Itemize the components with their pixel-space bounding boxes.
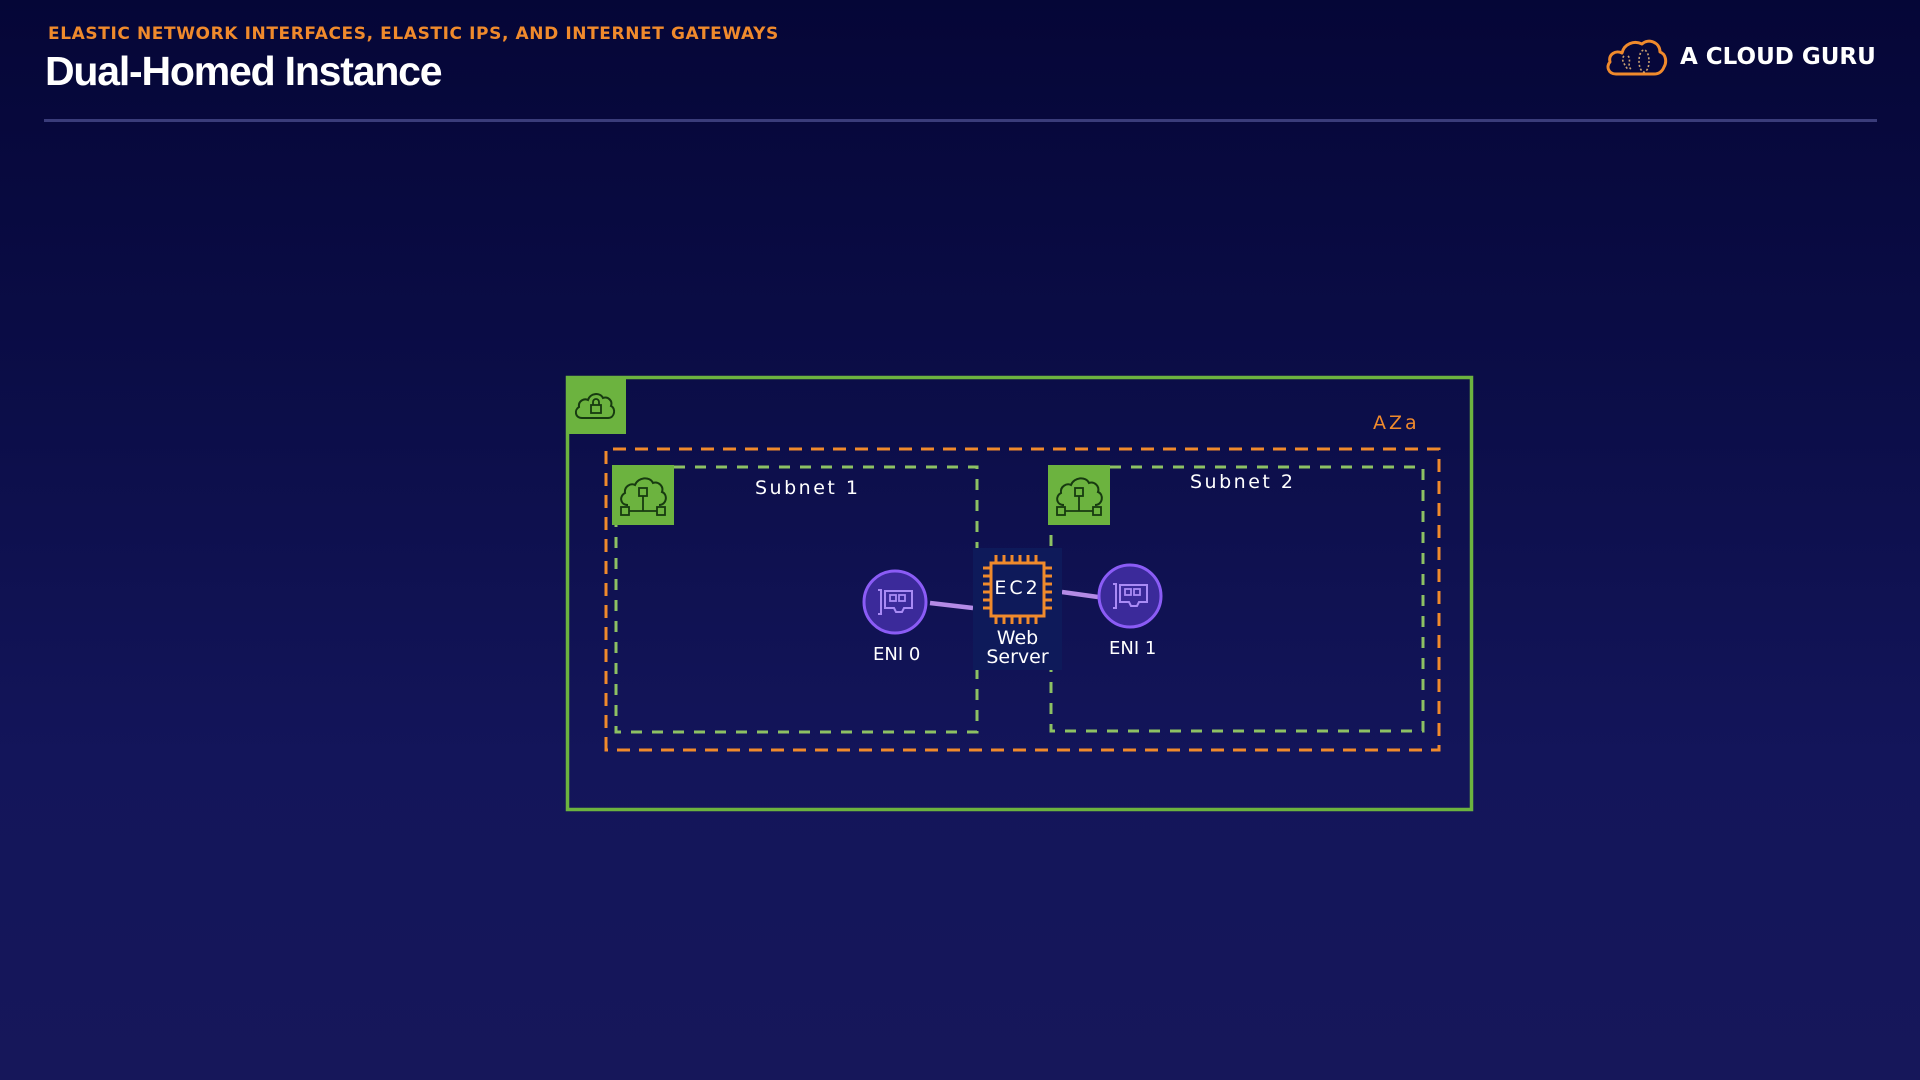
availability-zone-label: AZa — [1373, 412, 1420, 434]
brand-logo: A CLOUD GURU — [1604, 36, 1876, 78]
subnet-2-icon — [1048, 465, 1110, 525]
page-title: Dual-Homed Instance — [45, 48, 443, 94]
eni-1-network-card-icon — [1097, 563, 1163, 629]
instance-label-line1: Web — [996, 627, 1039, 649]
link-ec2-eni1 — [1061, 589, 1099, 600]
eni-1-label: ENI 1 — [1109, 638, 1157, 659]
eni-0-network-card-icon — [862, 569, 928, 635]
subnet-1-icon — [612, 465, 674, 525]
link-eni0-ec2 — [929, 600, 974, 611]
ec2-chip-text: EC2 — [994, 577, 1041, 599]
ec2-chip-icon — [983, 555, 1052, 624]
vpc-boundary — [565, 375, 1474, 812]
instance-label: Web Server — [973, 629, 1062, 667]
header-divider — [44, 119, 1877, 122]
availability-zone-boundary — [604, 447, 1441, 752]
cloud-icon — [1606, 39, 1668, 76]
instance-label-line2: Server — [986, 646, 1049, 668]
vpc-cloud-lock-icon — [566, 376, 626, 434]
eni-0-label: ENI 0 — [873, 644, 921, 665]
brand-name: A CLOUD GURU — [1680, 44, 1876, 70]
subnet-1-label: Subnet 1 — [755, 477, 861, 499]
section-subtitle: ELASTIC NETWORK INTERFACES, ELASTIC IPS,… — [48, 24, 779, 44]
subnet-1-boundary — [614, 465, 979, 734]
subnet-2-label: Subnet 2 — [1190, 471, 1296, 493]
